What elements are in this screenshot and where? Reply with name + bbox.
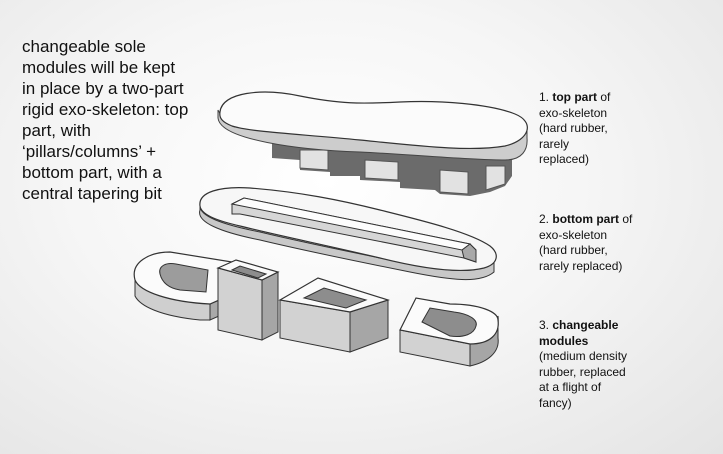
note-changeable-modules: 3. changeable modules (medium density ru… [539, 318, 669, 411]
intro-text: changeable sole modules will be kept in … [22, 36, 222, 204]
note-number: 3. [539, 318, 550, 332]
note-line: at a flight of [539, 380, 602, 394]
note-line: rarely [539, 136, 570, 151]
intro-line: changeable sole [22, 37, 146, 56]
module-large-square [278, 277, 390, 353]
note-title: top part [552, 90, 598, 104]
note-title: changeable [552, 318, 619, 332]
module-heel [133, 251, 233, 321]
intro-line: part, with [22, 121, 91, 140]
note-line: (hard rubber, [539, 243, 608, 257]
note-line: exo-skeleton [539, 105, 608, 120]
intro-line: ‘pillars/columns’ + [22, 142, 156, 161]
note-line: replaced) [539, 152, 590, 166]
module-small-square [216, 259, 280, 341]
note-top-part: 1. top part of exo-skeleton (hard rubber… [539, 90, 669, 168]
intro-line: modules will be kept [22, 58, 176, 77]
note-line: fancy) [539, 395, 572, 410]
intro-line: central tapering bit [22, 184, 162, 203]
note-line: (medium density [539, 349, 628, 363]
note-line: exo-skeleton [539, 227, 608, 242]
intro-line: rigid exo-skeleton: top [22, 100, 189, 119]
changeable-modules [133, 251, 499, 367]
note-title: bottom part [552, 212, 620, 226]
note-line: (hard rubber, [539, 121, 608, 135]
note-line: rubber, replaced [539, 364, 626, 379]
intro-line: bottom part, with a [22, 163, 162, 182]
top-part-exo-skeleton [217, 91, 528, 196]
bottom-part-exo-skeleton [199, 187, 497, 280]
note-title: modules [539, 333, 589, 348]
note-bottom-part: 2. bottom part of exo-skeleton (hard rub… [539, 212, 669, 274]
note-title-suffix: of [600, 90, 611, 104]
note-title-suffix: of [622, 212, 633, 226]
note-line: rarely replaced) [539, 258, 623, 273]
note-number: 1. [539, 90, 550, 104]
module-toe [399, 297, 499, 367]
note-number: 2. [539, 212, 550, 226]
intro-line: in place by a two-part [22, 79, 184, 98]
